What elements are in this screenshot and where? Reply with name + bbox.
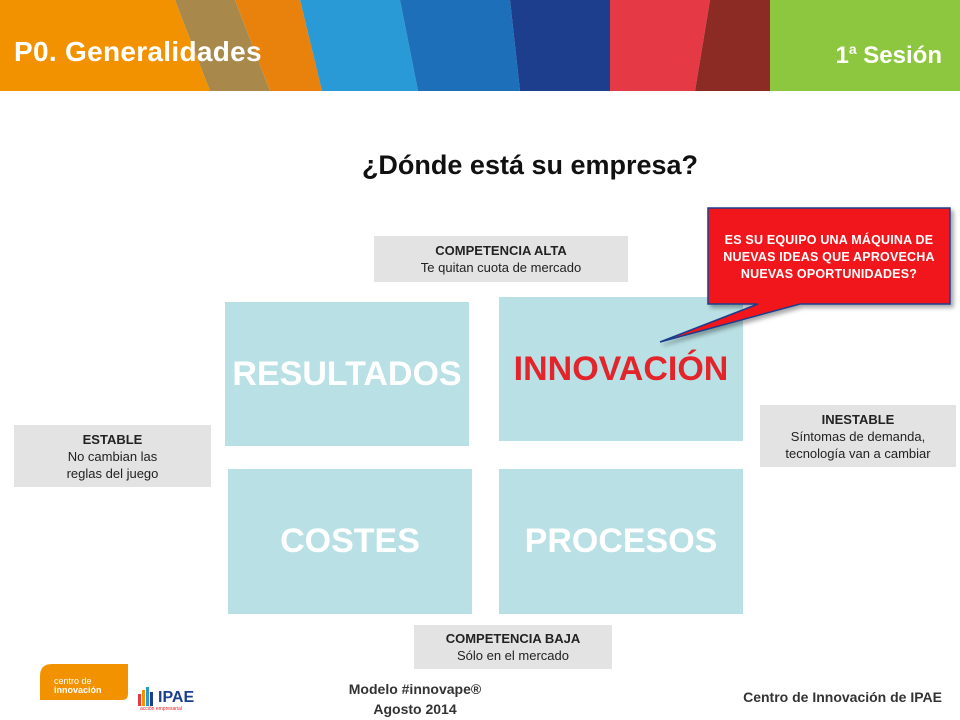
stripe-orange	[0, 0, 210, 91]
label-estable-line1: No cambian las	[67, 448, 158, 464]
footer-model: Modelo #innovape®	[348, 681, 482, 697]
label-estable: ESTABLE No cambian las reglas del juego	[14, 425, 211, 487]
footer-center: Modelo #innovape® Agosto 2014	[300, 679, 530, 719]
quadrant-procesos: PROCESOS	[499, 469, 743, 614]
label-inestable-line2: tecnología van a cambiar	[785, 445, 931, 461]
label-competencia-baja: COMPETENCIA BAJA Sólo en el mercado	[414, 625, 612, 669]
session-label: Sesión	[863, 42, 942, 69]
quadrant-innovacion: INNOVACIÓN	[499, 297, 743, 441]
label-competencia-alta-text: Te quitan cuota de mercado	[420, 260, 582, 275]
label-inestable-line1: Síntomas de demanda,	[790, 428, 926, 444]
stripe-tan	[175, 0, 270, 91]
stripe-green	[770, 0, 960, 91]
session-superscript: a	[848, 41, 857, 57]
session-number: 1	[835, 42, 849, 69]
logo1-line2: innovación	[54, 685, 102, 695]
label-competencia-baja-title: COMPETENCIA BAJA	[445, 631, 581, 646]
footer-date: Agosto 2014	[373, 701, 457, 717]
stripe-red	[610, 0, 710, 91]
section-title: P0. Generalidades	[14, 36, 262, 67]
stripe-light-blue	[300, 0, 418, 91]
stripe-orange-2	[235, 0, 322, 91]
callout-line2: NUEVAS IDEAS QUE APROVECHA	[723, 249, 935, 264]
label-inestable-title: INESTABLE	[821, 411, 895, 427]
logo1-line1: centro de	[54, 676, 92, 686]
label-competencia-alta-title: COMPETENCIA ALTA	[435, 243, 567, 258]
session-title: 1a Sesión	[835, 41, 942, 70]
label-estable-line2: reglas del juego	[66, 465, 159, 481]
label-competencia-baja-text: Sólo en el mercado	[456, 648, 569, 663]
footer-right: Centro de Innovación de IPAE	[743, 689, 942, 705]
ipae-logo-mark	[138, 687, 153, 706]
centro-innovacion-logo-text: centro de innovación	[54, 677, 102, 695]
stripe-navy	[510, 0, 610, 91]
ipae-logo-subtext: acción empresarial	[140, 706, 182, 712]
callout-bubble	[659, 207, 951, 343]
quadrant-resultados: RESULTADOS	[225, 302, 469, 446]
label-estable-title: ESTABLE	[82, 431, 143, 447]
header-banner: P0. Generalidades 1a Sesión	[0, 0, 960, 91]
page-question: ¿Dónde está su empresa?	[361, 150, 699, 180]
label-inestable: INESTABLE Síntomas de demanda, tecnologí…	[760, 405, 956, 467]
stripe-blue	[400, 0, 520, 91]
stripe-maroon	[695, 0, 770, 91]
callout-line1: ES SU EQUIPO UNA MÁQUINA DE	[724, 232, 934, 247]
header-stripes	[0, 0, 960, 91]
ipae-logo-text: IPAE	[158, 689, 195, 706]
label-competencia-alta: COMPETENCIA ALTA Te quitan cuota de merc…	[374, 236, 628, 282]
callout-line3: NUEVAS OPORTUNIDADES?	[740, 266, 918, 281]
centro-innovacion-logo	[40, 664, 128, 700]
quadrant-costes: COSTES	[228, 469, 472, 614]
callout-text: ES SU EQUIPO UNA MÁQUINA DE NUEVAS IDEAS…	[708, 210, 950, 304]
logo-centro-shape	[40, 664, 128, 700]
